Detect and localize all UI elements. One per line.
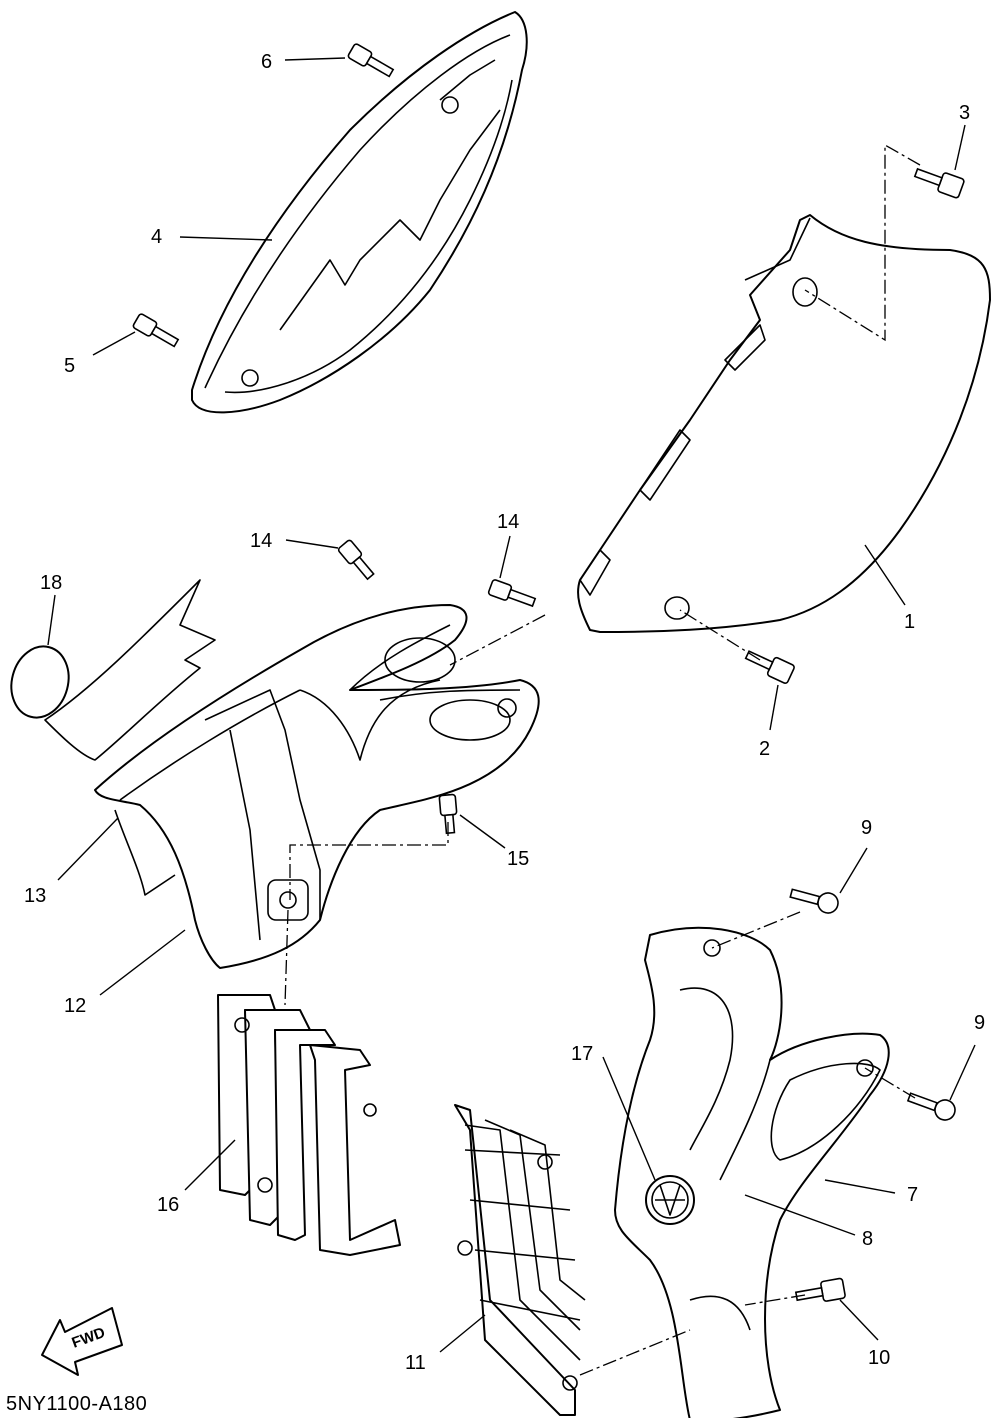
- leader-3: [954, 124, 966, 171]
- bolt-14-a: [337, 539, 375, 581]
- leader-10: [839, 1299, 879, 1341]
- leader-5: [92, 331, 136, 356]
- leader-17: [602, 1056, 656, 1181]
- bolt-3: [913, 167, 965, 199]
- part-13-graphic: [44, 579, 216, 896]
- assembly-line-2: [679, 609, 761, 661]
- bolt-10: [794, 1277, 846, 1302]
- bolt-5: [132, 313, 180, 348]
- leader-9b: [949, 1044, 976, 1101]
- callout-1: 1: [904, 611, 915, 633]
- callout-14b: 14: [497, 511, 519, 533]
- assembly-line-9a: [711, 911, 801, 949]
- part-18-emblem: [10, 645, 70, 719]
- callout-17: 17: [571, 1043, 593, 1065]
- assembly-line-11: [579, 1329, 691, 1376]
- diagram-code: 5NY1100-A180: [6, 1393, 147, 1415]
- assembly-line-9b: [864, 1067, 916, 1099]
- callout-2: 2: [759, 738, 770, 760]
- callout-16: 16: [157, 1194, 179, 1216]
- screw-9-b: [906, 1092, 956, 1121]
- bolt-15: [438, 793, 458, 835]
- callout-9a: 9: [861, 817, 872, 839]
- callout-11: 11: [405, 1352, 426, 1374]
- part-11-radiator-louver-outer: [454, 1104, 586, 1416]
- callout-5: 5: [64, 355, 75, 377]
- leader-6: [284, 57, 346, 61]
- leader-4: [179, 236, 273, 241]
- callout-6: 6: [261, 51, 272, 73]
- bolt-14-b: [487, 579, 537, 608]
- leader-16: [184, 1139, 236, 1191]
- callout-12: 12: [64, 995, 86, 1017]
- fwd-arrow-icon: FWD: [41, 1307, 123, 1376]
- callout-8: 8: [862, 1228, 873, 1250]
- part-17-emblem-round: [645, 1175, 695, 1225]
- assembly-line-14: [449, 614, 546, 666]
- leader-18: [47, 594, 56, 646]
- part-1-side-cover-right: [577, 214, 991, 633]
- assembly-line-16: [284, 909, 289, 1006]
- leader-7: [824, 1179, 896, 1194]
- callout-14a: 14: [250, 530, 272, 552]
- callout-18: 18: [40, 572, 62, 594]
- leader-1: [864, 544, 906, 606]
- callout-15: 15: [507, 848, 529, 870]
- assembly-line-3: [804, 143, 921, 342]
- assembly-line-10: [744, 1294, 806, 1306]
- leader-9a: [839, 847, 868, 894]
- bolt-2: [744, 650, 795, 684]
- callout-13: 13: [24, 885, 46, 907]
- leader-15: [459, 814, 506, 849]
- part-16-radiator-louver-inner: [217, 994, 401, 1256]
- part-12-radiator-scoop-left: [94, 604, 540, 969]
- callout-3: 3: [959, 102, 970, 124]
- callout-4: 4: [151, 226, 162, 248]
- leader-13: [57, 817, 119, 881]
- part-4-side-cover-upper: [191, 11, 528, 414]
- leader-14b: [499, 535, 511, 579]
- leader-2: [769, 684, 779, 731]
- callout-10: 10: [868, 1347, 890, 1369]
- leader-11: [439, 1314, 486, 1353]
- callout-7: 7: [907, 1184, 918, 1206]
- screw-9-a: [789, 888, 839, 914]
- assembly-line-15: [289, 822, 449, 900]
- part-7-radiator-scoop-right: [614, 926, 890, 1418]
- callout-9b: 9: [974, 1012, 985, 1034]
- leader-14a: [285, 539, 339, 549]
- leader-12: [99, 929, 186, 996]
- leader-8: [744, 1194, 856, 1236]
- bolt-6: [347, 43, 395, 78]
